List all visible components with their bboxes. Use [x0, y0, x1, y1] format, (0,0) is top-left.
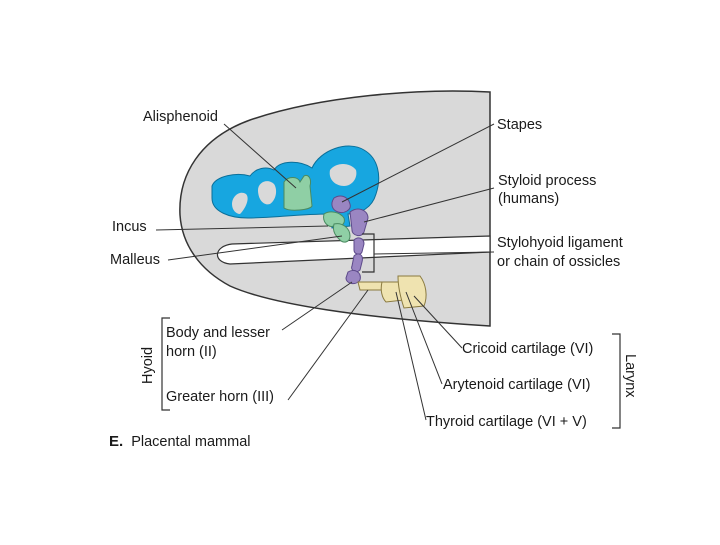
hyoid-bracket — [161, 317, 170, 411]
stylohyoid-bracket — [362, 233, 375, 273]
thyroid-cartilage — [380, 281, 405, 303]
leader-alisphenoid — [223, 123, 297, 189]
leader-greater-horn — [287, 289, 369, 401]
leader-thyroid — [395, 291, 427, 421]
leader-arytenoid — [405, 291, 443, 385]
skull-hole-2 — [258, 181, 277, 205]
label-stylohyoid-line2: or chain of ossicles — [497, 254, 620, 270]
lesser-horn-bone — [345, 269, 361, 285]
stapes-bone — [331, 195, 351, 213]
skull-hole-1 — [232, 192, 248, 214]
label-thyroid: Thyroid cartilage (VI + V) — [426, 414, 587, 430]
leader-stylohyoid — [373, 251, 495, 255]
label-hyoid: Hyoid — [140, 347, 156, 384]
label-styloid-line1: Styloid process — [498, 173, 596, 189]
leader-cricoid — [413, 295, 463, 349]
malleus-bone — [333, 223, 351, 243]
leader-body-lesser — [281, 281, 353, 331]
label-arytenoid: Arytenoid cartilage (VI) — [443, 377, 590, 393]
larynx-bracket — [612, 333, 621, 429]
label-larynx: Larynx — [622, 354, 638, 398]
leader-incus — [155, 225, 329, 231]
caption-text: Placental mammal — [131, 434, 250, 450]
label-styloid-line2: (humans) — [498, 191, 559, 207]
label-body-lesser-line1: Body and lesser — [166, 325, 270, 341]
styloid-process-bone — [349, 208, 369, 237]
skull-hole-3 — [329, 164, 357, 186]
caption: E. Placental mammal — [109, 433, 250, 450]
label-stapes: Stapes — [497, 117, 542, 133]
leader-styloid — [363, 187, 495, 223]
leader-stapes — [341, 123, 495, 203]
caption-letter: E. — [109, 433, 123, 450]
label-malleus: Malleus — [110, 252, 160, 268]
label-cricoid: Cricoid cartilage (VI) — [462, 341, 593, 357]
cricoid-cartilage — [397, 275, 427, 309]
hyoid-body-cartilage — [357, 281, 385, 291]
label-body-lesser-line2: horn (II) — [166, 344, 217, 360]
label-alisphenoid: Alisphenoid — [143, 109, 218, 125]
label-greater-horn: Greater horn (III) — [166, 389, 274, 405]
stylohyoid-ossicle-2 — [351, 253, 363, 273]
label-stylohyoid-line1: Stylohyoid ligament — [497, 235, 623, 251]
leader-malleus — [167, 235, 343, 261]
stylohyoid-ossicle-1 — [353, 237, 365, 255]
label-incus: Incus — [112, 219, 147, 235]
